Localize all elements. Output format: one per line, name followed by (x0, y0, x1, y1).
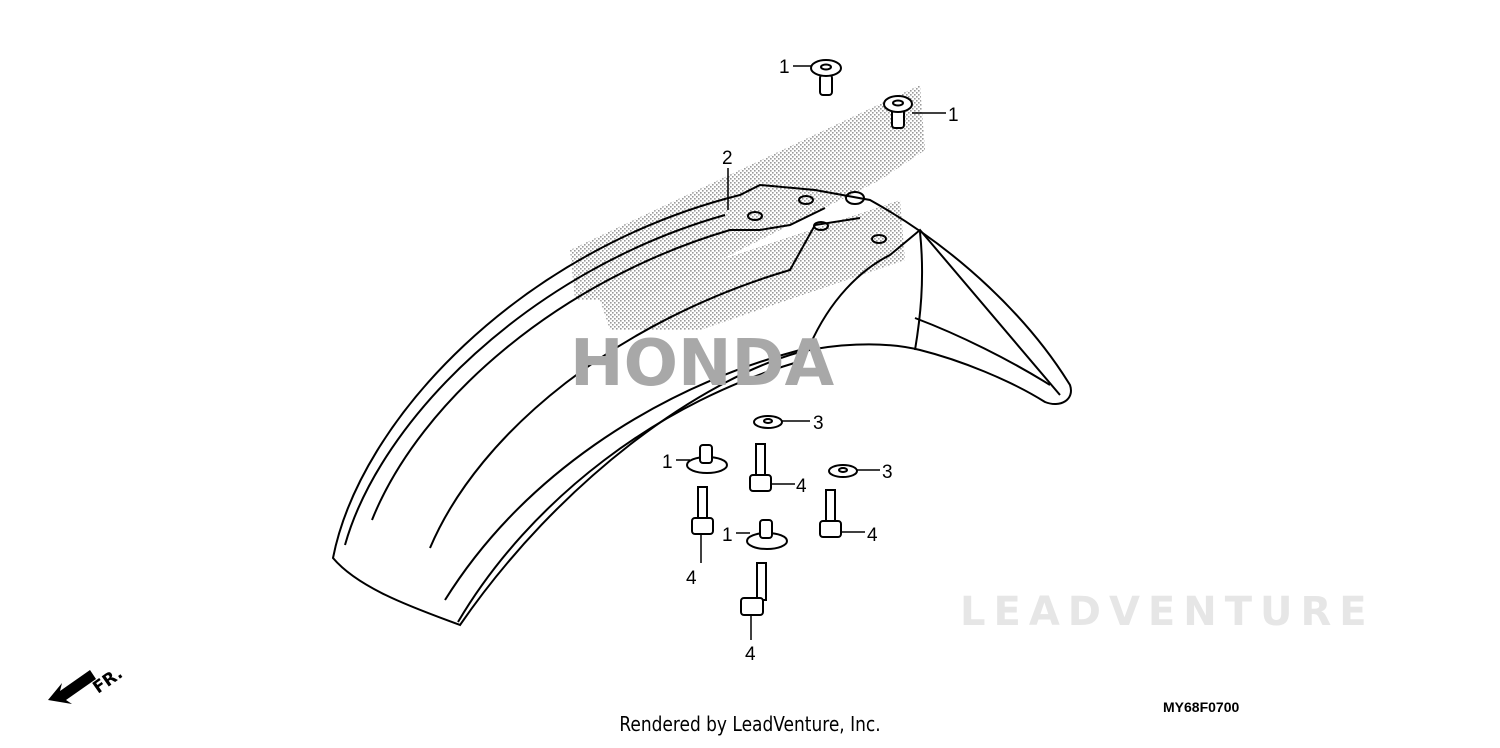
washer-upper (753, 415, 783, 429)
callout-4-center: 4 (796, 476, 807, 497)
callout-1-mid-lower: 1 (722, 525, 733, 546)
front-direction-arrow-icon: FR. (48, 664, 127, 704)
pin-clip-top-right (883, 95, 913, 129)
bolt-bottom (740, 562, 767, 616)
callout-3-upper: 3 (813, 413, 824, 434)
clip-mid-lower (746, 519, 788, 550)
bolt-center (749, 443, 772, 492)
fastener-parts (686, 59, 913, 616)
leader-lines (676, 65, 946, 640)
callout-1-mid-left: 1 (662, 452, 673, 473)
callout-2: 2 (722, 148, 733, 169)
footer-credit: Rendered by LeadVenture, Inc. (619, 712, 881, 736)
callout-3-right: 3 (882, 462, 893, 483)
pin-clip-top-left (810, 59, 842, 96)
bolt-right (819, 489, 842, 538)
leadventure-watermark-text: LEADVENTURE (960, 589, 1375, 635)
washer-right (828, 464, 858, 478)
bolt-left (691, 486, 714, 535)
front-direction-label: FR. (89, 664, 126, 698)
callout-4-bottom: 4 (745, 644, 756, 665)
honda-watermark-text: HONDA (570, 327, 835, 401)
callout-1-top-left: 1 (779, 57, 790, 78)
callout-4-right: 4 (867, 525, 878, 546)
clip-mid-left (686, 444, 728, 474)
callout-4-left: 4 (686, 568, 697, 589)
callout-1-top-right: 1 (948, 105, 959, 126)
diagram-code: MY68F0700 (1163, 699, 1240, 715)
front-fender (331, 183, 1072, 627)
honda-watermark (570, 85, 925, 330)
